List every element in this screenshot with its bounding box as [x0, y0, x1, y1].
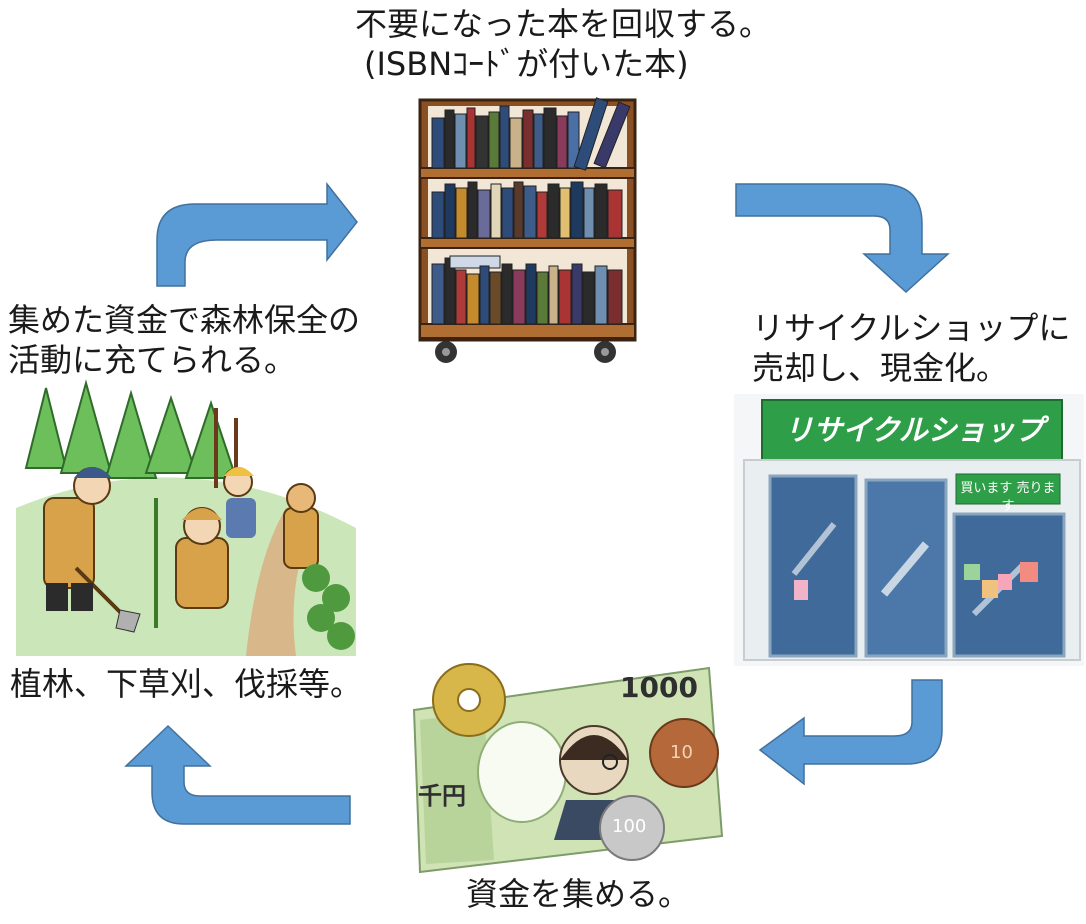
forest-caption: 植林、下草刈、伐採等。: [10, 665, 363, 703]
collect-subtitle: (ISBNｺｰﾄﾞが付いた本): [364, 45, 689, 83]
note-value: 1000: [620, 671, 698, 704]
coin-10-label: 10: [670, 742, 693, 763]
forest-subtitle: 活動に充てられる。: [8, 341, 297, 379]
note-unit: 千円: [418, 782, 466, 810]
shop-sign-text: リサイクルショップ: [784, 413, 1044, 447]
sell-title: リサイクルショップに: [752, 309, 1071, 347]
recycle-shop-icon: リサイクルショップ 買います 売ります: [734, 394, 1084, 666]
collect-title: 不要になった本を回収する。: [355, 5, 772, 43]
forest-title: 集めた資金で森林保全の: [8, 301, 361, 339]
arrow-books-to-shop: [735, 183, 950, 294]
sell-subtitle: 売却し、現金化。: [752, 349, 1009, 387]
money-icon: 1000 千円 10 100: [384, 650, 734, 878]
arrow-shop-to-money: [758, 679, 943, 786]
shop-banner-text: 買います 売ります: [960, 481, 1056, 514]
bookshelf-icon: [410, 88, 645, 368]
coin-100-label: 100: [612, 816, 647, 837]
arrow-forest-to-books: [156, 181, 358, 287]
funds-title: 資金を集める。: [466, 875, 691, 913]
forest-volunteers-icon: [16, 378, 356, 656]
arrow-money-to-forest: [124, 724, 351, 825]
